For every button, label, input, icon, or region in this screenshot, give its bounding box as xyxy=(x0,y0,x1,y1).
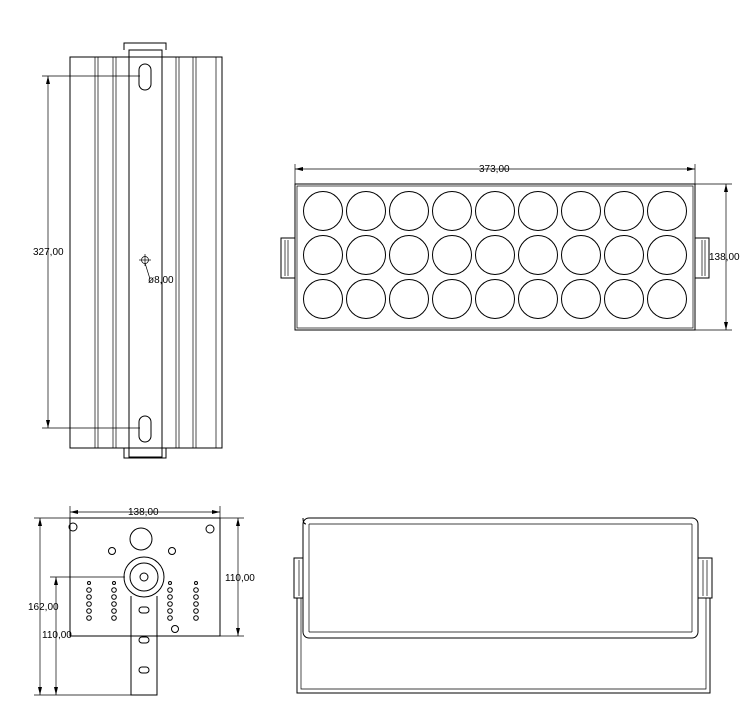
rear-screw xyxy=(205,524,215,534)
led-lens xyxy=(303,191,343,231)
led-lens xyxy=(647,235,687,275)
rear-dot xyxy=(111,601,117,607)
side-height-dim: 327,00 xyxy=(33,247,64,258)
led-lens xyxy=(561,235,601,275)
rear-dot xyxy=(168,581,172,585)
top-body-outline xyxy=(302,517,699,639)
side-body-outline xyxy=(69,56,223,449)
rear-dot xyxy=(111,594,117,600)
led-lens xyxy=(346,279,386,319)
front-view: 373,00 138,00 xyxy=(280,164,740,331)
rear-view: 138,00 110,00 162,00 110,00 xyxy=(28,506,255,696)
side-bottom-tab xyxy=(123,448,167,459)
rear-screw xyxy=(68,522,78,532)
rear-total-height-dim: 162,00 xyxy=(28,602,59,613)
rear-dot xyxy=(167,608,173,614)
side-slot-bottom xyxy=(138,415,152,443)
led-lens xyxy=(303,235,343,275)
side-top-tab xyxy=(123,42,167,50)
led-lens xyxy=(475,191,515,231)
side-hole-dim: ø8,00 xyxy=(148,275,174,286)
led-grid xyxy=(303,191,687,319)
top-right-tab xyxy=(697,557,713,599)
led-lens xyxy=(432,235,472,275)
led-lens xyxy=(647,191,687,231)
rear-screw xyxy=(171,625,179,633)
led-lens xyxy=(346,191,386,231)
led-lens xyxy=(561,279,601,319)
front-body-outline xyxy=(294,183,696,331)
rear-indicator-dots xyxy=(86,581,199,621)
led-lens xyxy=(475,235,515,275)
led-lens xyxy=(604,279,644,319)
front-width-dim: 373,00 xyxy=(479,164,510,175)
led-lens xyxy=(303,279,343,319)
led-lens xyxy=(518,279,558,319)
rear-dot xyxy=(111,615,117,621)
rear-dot xyxy=(167,615,173,621)
rear-width-dim: 138,00 xyxy=(128,507,159,518)
side-bracket xyxy=(128,49,163,458)
rear-dot xyxy=(111,608,117,614)
led-lens xyxy=(432,191,472,231)
rear-dot xyxy=(111,587,117,593)
top-u-bracket xyxy=(296,598,711,694)
rear-dot xyxy=(86,594,92,600)
rear-dot xyxy=(193,608,199,614)
front-height-dim: 138,00 xyxy=(709,252,740,263)
rear-bracket-arm xyxy=(130,596,158,696)
led-lens xyxy=(346,235,386,275)
rear-dot xyxy=(193,594,199,600)
rear-dot xyxy=(193,601,199,607)
led-lens xyxy=(604,191,644,231)
side-view: ø8,00 327,00 xyxy=(33,42,223,459)
rear-dot xyxy=(194,581,198,585)
rear-bracket-dim: 110,00 xyxy=(42,630,72,641)
rear-dot xyxy=(167,587,173,593)
side-slot-top xyxy=(138,63,152,91)
rear-dot xyxy=(86,587,92,593)
rear-dot xyxy=(112,581,116,585)
rear-connector xyxy=(129,527,153,551)
led-lens xyxy=(389,279,429,319)
rear-dot xyxy=(86,608,92,614)
led-lens xyxy=(518,235,558,275)
rear-dot xyxy=(86,615,92,621)
rear-dot xyxy=(87,581,91,585)
rear-height-dim-right: 110,00 xyxy=(225,573,255,584)
led-lens xyxy=(475,279,515,319)
led-lens xyxy=(389,235,429,275)
rear-dot xyxy=(193,587,199,593)
front-right-tab xyxy=(694,237,710,279)
led-lens xyxy=(647,279,687,319)
top-view xyxy=(293,517,713,694)
led-lens xyxy=(561,191,601,231)
rear-dot xyxy=(167,594,173,600)
rear-dot xyxy=(193,615,199,621)
led-lens xyxy=(432,279,472,319)
top-left-tab xyxy=(293,557,304,599)
rear-dot xyxy=(86,601,92,607)
rear-dot xyxy=(167,601,173,607)
led-lens xyxy=(389,191,429,231)
front-left-tab xyxy=(280,237,296,279)
led-lens xyxy=(604,235,644,275)
led-lens xyxy=(518,191,558,231)
